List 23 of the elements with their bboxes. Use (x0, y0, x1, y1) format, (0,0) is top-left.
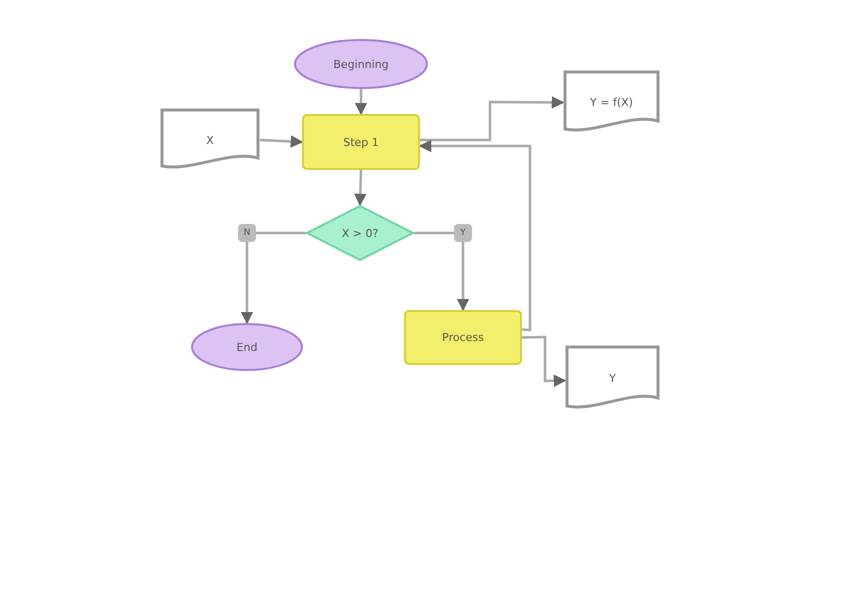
decision-diamond (306, 205, 414, 261)
node-label: End (236, 340, 258, 354)
node-label: X > 0? (342, 226, 378, 240)
edge-label: Y (454, 224, 472, 242)
node-label: Y = f(X) (590, 96, 633, 109)
connector-arrow (522, 336, 566, 388)
connector-arrow (420, 96, 564, 142)
process-box (302, 114, 420, 170)
connector-arrow (414, 232, 470, 312)
node-label: Step 1 (343, 136, 379, 148)
terminal-ellipse (191, 323, 303, 371)
process-box (404, 310, 522, 365)
terminal-ellipse (294, 39, 428, 89)
edge-label: N (238, 224, 256, 242)
connector-arrow (418, 140, 532, 332)
node-label: X (206, 134, 214, 146)
connector-arrow (354, 89, 368, 116)
connector-arrow (354, 170, 367, 206)
node-label: Process (442, 331, 484, 344)
connector-arrow (260, 135, 304, 148)
connector-arrow (240, 232, 306, 324)
node-label: Y (609, 372, 616, 385)
node-label: Beginning (333, 58, 389, 70)
